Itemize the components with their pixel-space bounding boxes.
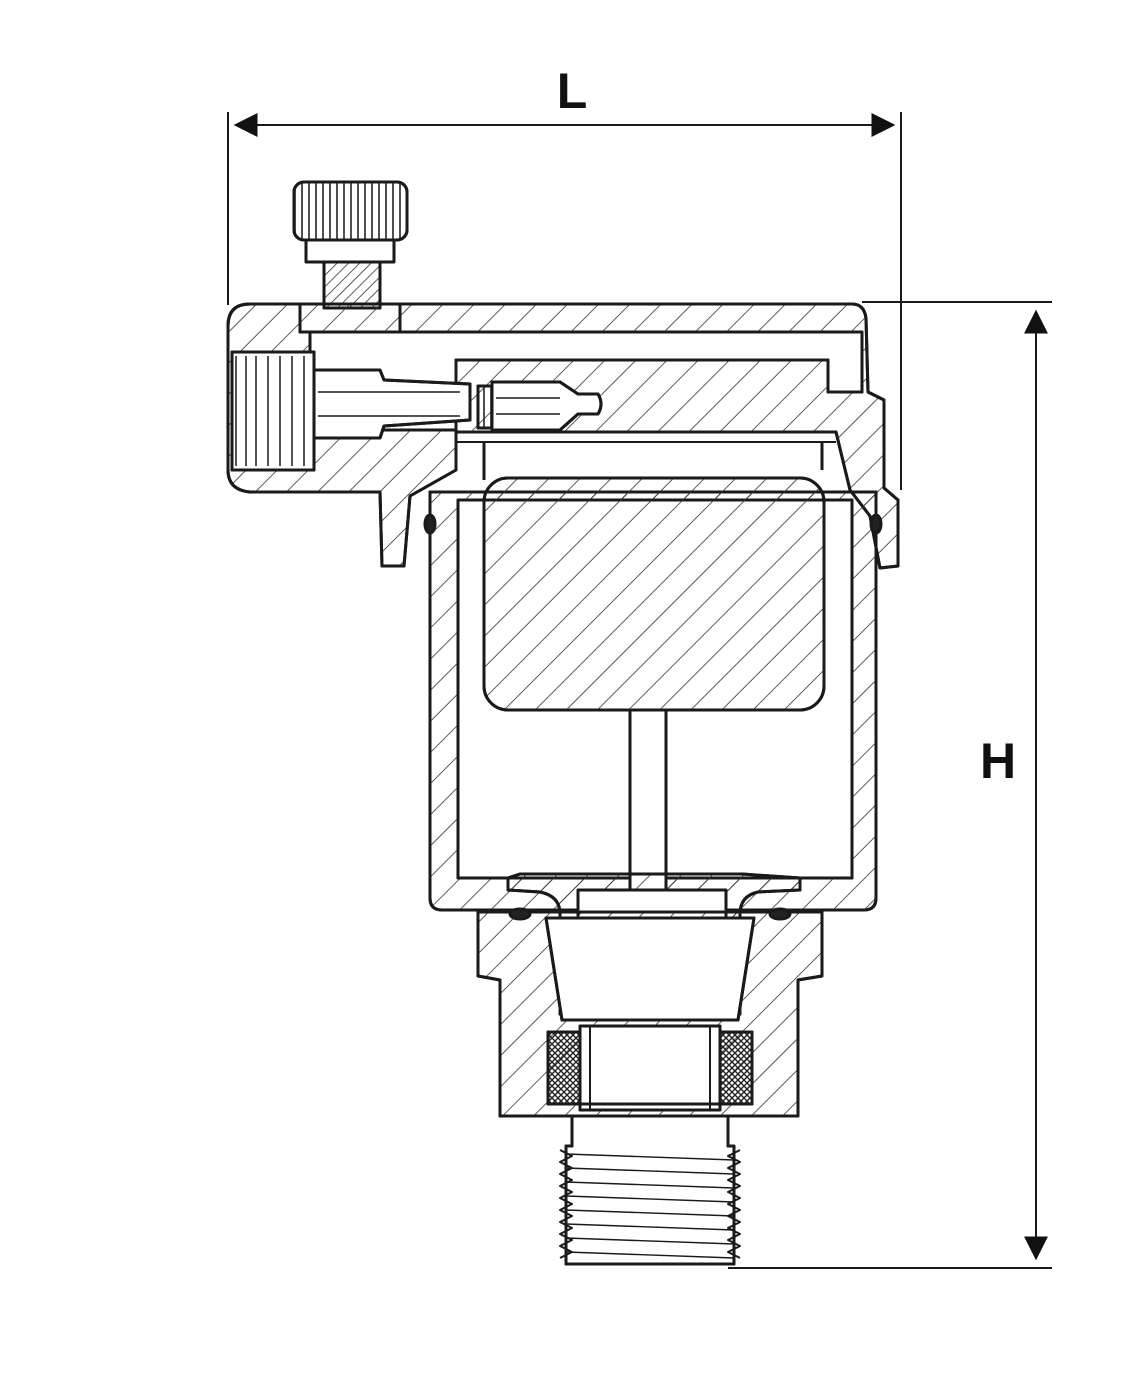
lower-connector	[476, 907, 824, 1118]
height-label: H	[980, 733, 1016, 789]
length-label: L	[557, 63, 588, 119]
vent-pin	[312, 368, 836, 480]
float	[482, 476, 826, 940]
cap-knob	[292, 180, 409, 310]
dimension-h	[728, 301, 1052, 1269]
threaded-nipple	[559, 1114, 741, 1266]
